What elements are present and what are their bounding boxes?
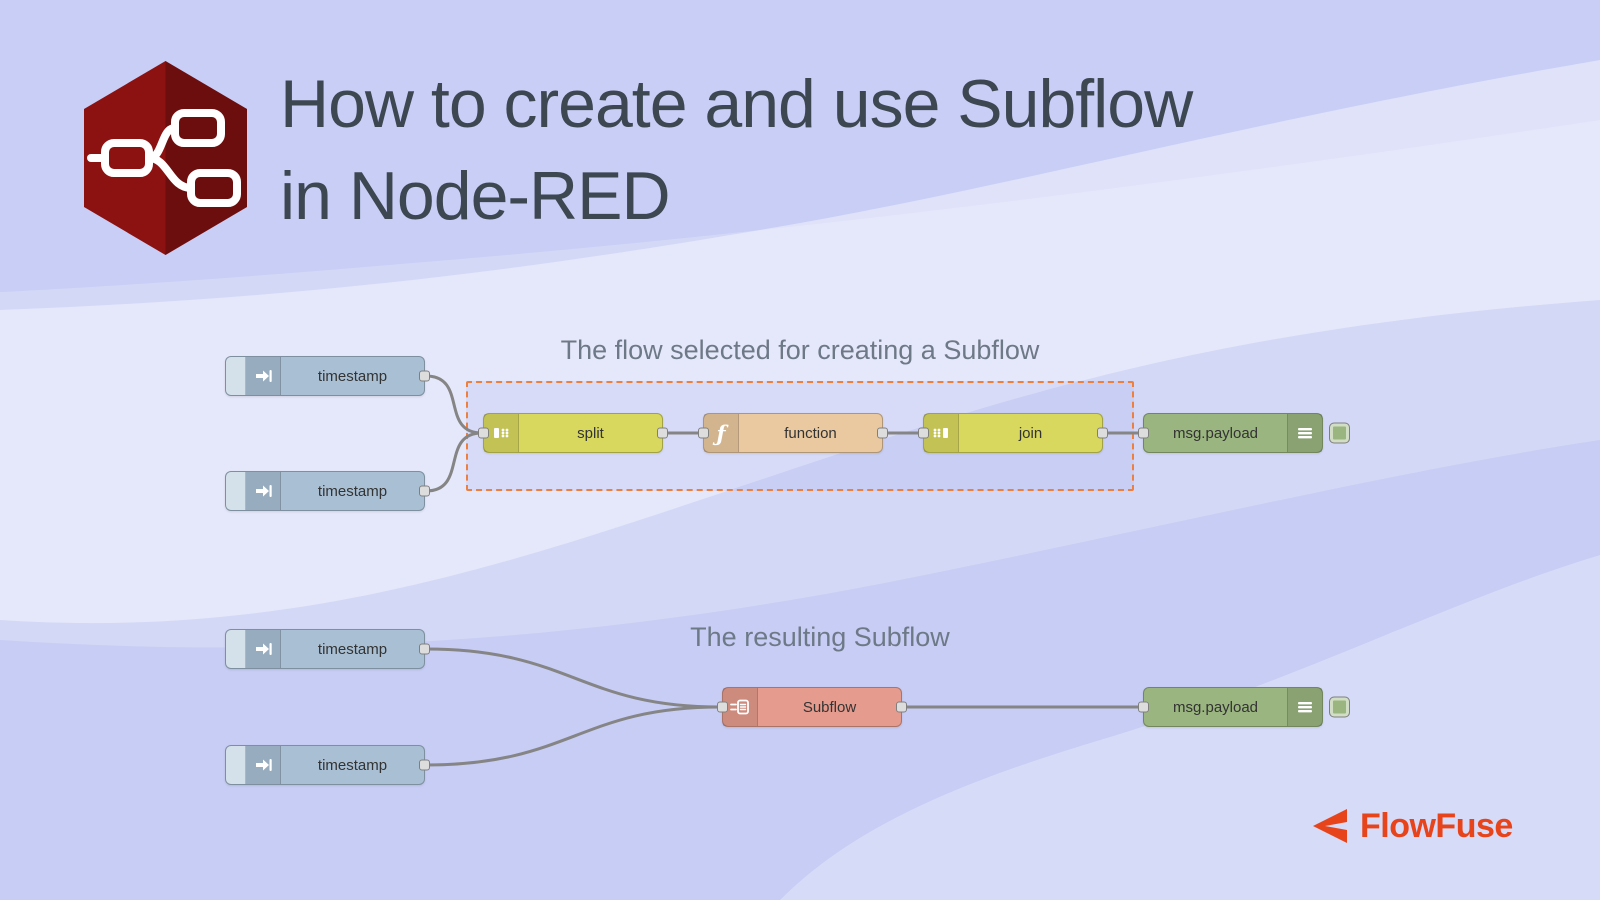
output-port[interactable]: [896, 701, 907, 713]
flowfuse-icon: [1313, 809, 1347, 843]
node-label: Subflow: [802, 698, 857, 716]
debug-node-1[interactable]: msg.payload: [1138, 413, 1350, 453]
output-port[interactable]: [419, 370, 430, 382]
debug-toggle-button[interactable]: [1329, 422, 1350, 444]
inject-button[interactable]: [226, 357, 246, 395]
input-port[interactable]: [698, 427, 709, 439]
inject-arrow-icon: [246, 357, 281, 395]
join-icon: [924, 414, 959, 452]
output-port[interactable]: [419, 643, 430, 655]
inject-button[interactable]: [226, 472, 246, 510]
inject-node-4[interactable]: timestamp: [225, 745, 430, 785]
input-port[interactable]: [1138, 427, 1149, 439]
subflow-node[interactable]: Subflow: [717, 687, 907, 727]
node-label: msg.payload: [1172, 698, 1259, 716]
input-port[interactable]: [918, 427, 929, 439]
input-port[interactable]: [1138, 701, 1149, 713]
node-label: timestamp: [317, 756, 388, 774]
inject-arrow-icon: [246, 746, 281, 784]
inject-arrow-icon: [246, 472, 281, 510]
flow1-caption: The flow selected for creating a Subflow: [560, 335, 1040, 365]
node-label: join: [1018, 424, 1043, 442]
debug-icon: [1287, 688, 1322, 726]
inject-button[interactable]: [226, 746, 246, 784]
page-title-line2: in Node-RED: [280, 158, 671, 234]
output-port[interactable]: [419, 485, 430, 497]
function-icon: ƒ: [704, 414, 739, 452]
join-node[interactable]: join: [918, 413, 1108, 453]
node-label: split: [577, 424, 604, 442]
node-label: msg.payload: [1172, 424, 1259, 442]
debug-toggle-button[interactable]: [1329, 696, 1350, 718]
flowfuse-logo: FlowFuse: [1310, 806, 1513, 846]
page-title-line1: How to create and use Subflow: [280, 66, 1193, 142]
input-port[interactable]: [717, 701, 728, 713]
input-port[interactable]: [478, 427, 489, 439]
inject-node-2[interactable]: timestamp: [225, 471, 430, 511]
inject-arrow-icon: [246, 630, 281, 668]
flowfuse-wordmark: FlowFuse: [1360, 806, 1513, 845]
output-port[interactable]: [419, 759, 430, 771]
split-icon: [484, 414, 519, 452]
output-port[interactable]: [877, 427, 888, 439]
inject-node-3[interactable]: timestamp: [225, 629, 430, 669]
page-title: How to create and use Subflow in Node-RE…: [280, 58, 1193, 242]
node-red-logo: [84, 61, 247, 255]
inject-button[interactable]: [226, 630, 246, 668]
output-port[interactable]: [657, 427, 668, 439]
debug-node-2[interactable]: msg.payload: [1138, 687, 1350, 727]
debug-icon: [1287, 414, 1322, 452]
flow2-caption: The resulting Subflow: [690, 622, 950, 652]
inject-node-1[interactable]: timestamp: [225, 356, 430, 396]
output-port[interactable]: [1097, 427, 1108, 439]
split-node[interactable]: split: [478, 413, 668, 453]
function-node[interactable]: ƒ function: [698, 413, 888, 453]
node-label: function: [784, 424, 837, 442]
node-label: timestamp: [317, 482, 388, 500]
node-label: timestamp: [317, 367, 388, 385]
node-label: timestamp: [317, 640, 388, 658]
subflow-icon: [723, 688, 758, 726]
